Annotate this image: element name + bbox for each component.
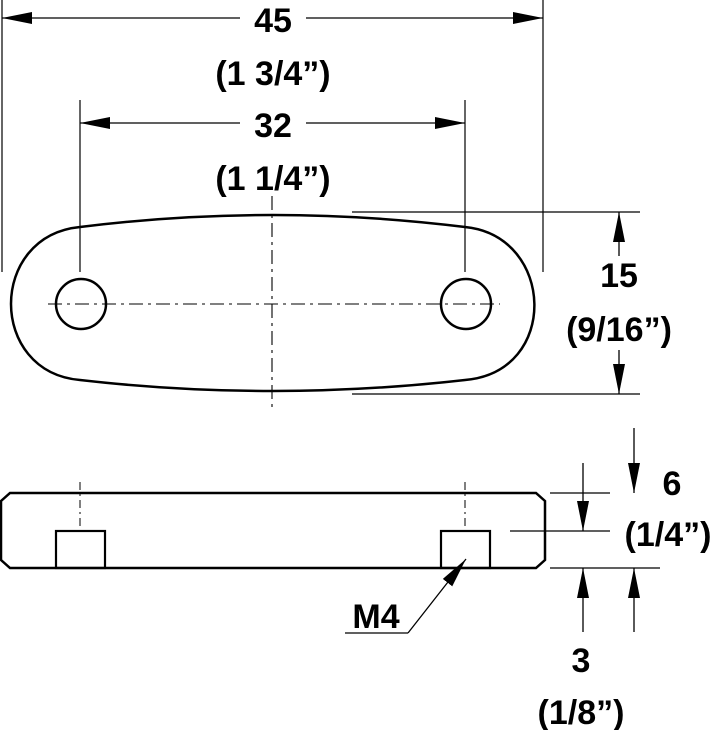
dim-15-imperial: (9/16”) — [566, 311, 672, 349]
thread-hole-left — [54, 529, 107, 570]
dim-45-imperial: (1 3/4”) — [215, 55, 330, 93]
thread-label: M4 — [352, 598, 399, 636]
dim-6-imperial: (1/4”) — [625, 516, 712, 554]
thread-leader — [407, 558, 467, 634]
thread-hole-right — [439, 529, 492, 570]
dim-3-value: 3 — [572, 642, 591, 680]
side-view — [0, 428, 660, 634]
top-view-outline — [9, 213, 536, 393]
dim-45-value: 45 — [254, 2, 292, 40]
dim-15-value: 15 — [600, 257, 638, 295]
dim-6-value: 6 — [663, 465, 682, 503]
top-view — [1, 0, 640, 412]
dim-3-imperial: (1/8”) — [538, 694, 625, 730]
side-view-outline — [0, 491, 547, 570]
dim-32-value: 32 — [254, 107, 292, 145]
dimension-labels: 45 (1 3/4”) 32 (1 1/4”) 15 (9/16”) 6 (1/… — [215, 2, 711, 730]
dim-32-imperial: (1 1/4”) — [215, 160, 330, 198]
